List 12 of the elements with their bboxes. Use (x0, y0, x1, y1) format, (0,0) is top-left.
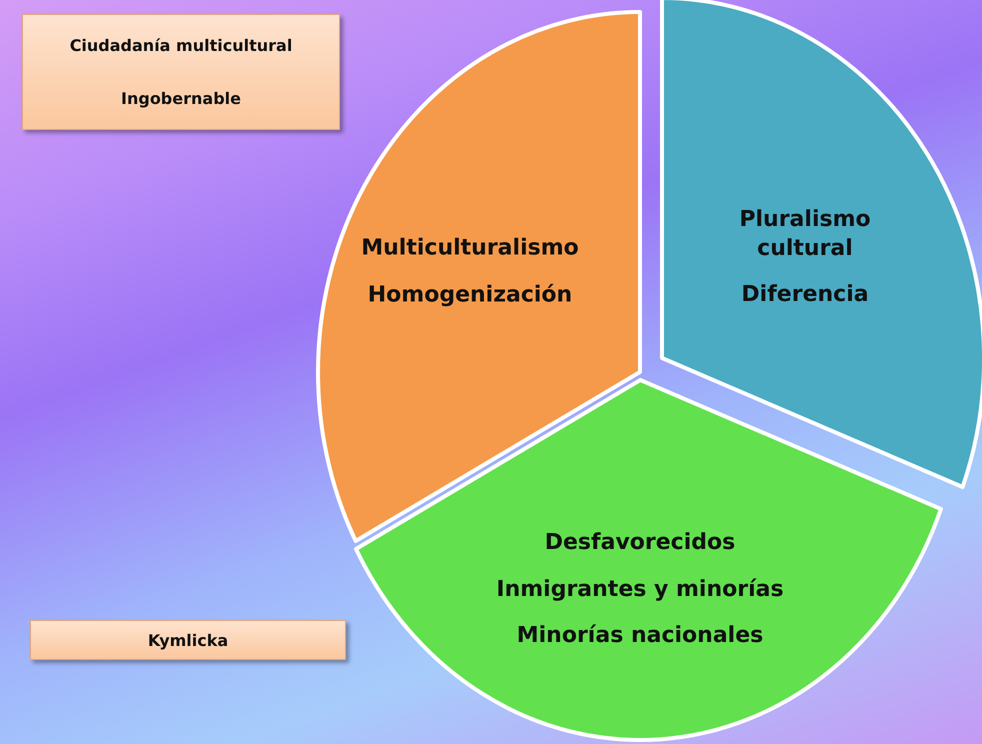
label-box (30, 620, 346, 660)
label-text: Kymlicka (148, 630, 228, 650)
slice-label: Pluralismo cultural (738, 206, 872, 263)
slice-label: Inmigrantes y minorías (496, 576, 784, 604)
slice-label: Diferencia (741, 281, 869, 310)
slice-label: Desfavorecidos (544, 529, 736, 558)
slice-label: Homogenización (368, 281, 572, 309)
label-text: Ingobernable (121, 89, 241, 108)
label-text: Ciudadanía multicultural (70, 36, 292, 55)
label-box (22, 14, 340, 130)
slice-label: Multiculturalismo (361, 234, 579, 262)
slice-label: Minorías nacionales (516, 622, 764, 650)
